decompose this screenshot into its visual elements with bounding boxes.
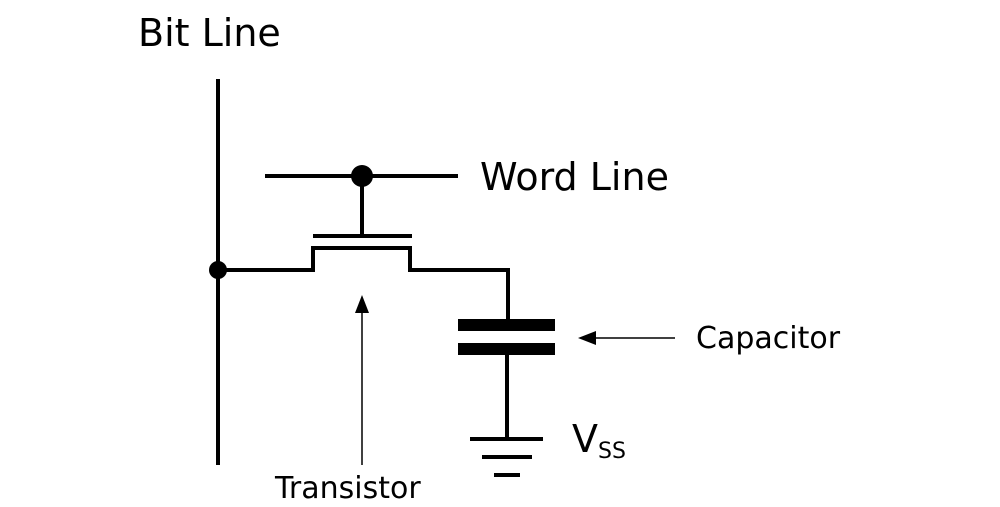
transistor-label: Transistor: [274, 471, 421, 506]
word-line-label: Word Line: [480, 155, 669, 199]
ground-icon: [470, 437, 543, 477]
vss-label: VSS: [572, 417, 626, 464]
capacitor-pointer-arrow: [578, 331, 675, 345]
transistor-channel-wire: [218, 246, 510, 322]
transistor-pointer-arrow: [355, 295, 369, 465]
capacitor-label: Capacitor: [696, 321, 841, 356]
vss-main: V: [572, 417, 598, 461]
bit-line-label: Bit Line: [138, 11, 281, 55]
capacitor-top-plate: [458, 319, 555, 331]
capacitor-bottom-plate: [458, 343, 555, 355]
vss-subscript: SS: [598, 439, 626, 464]
word-line-junction-dot: [351, 165, 373, 187]
